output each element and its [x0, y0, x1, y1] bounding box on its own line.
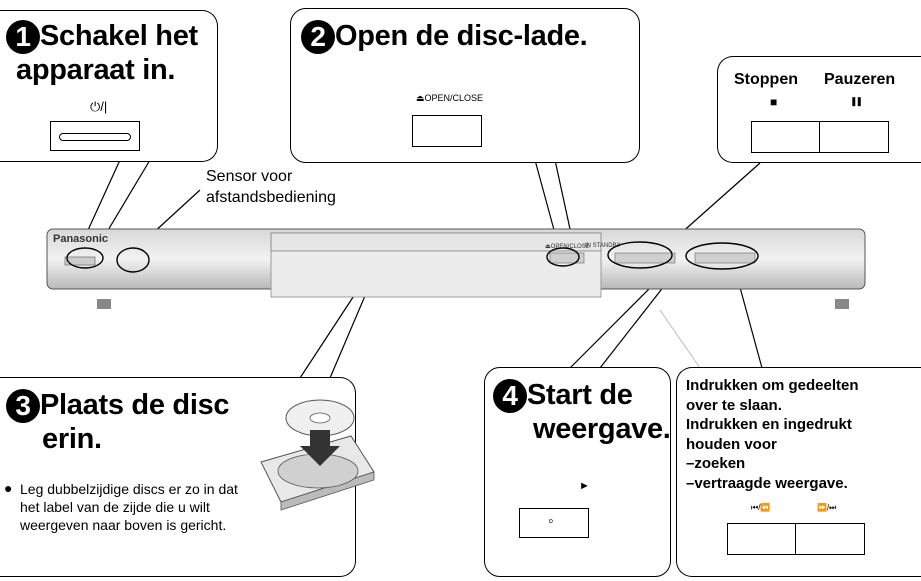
skip-line1: Indrukken om gedeelten	[686, 377, 859, 394]
step3-note: Leg dubbelzijdige discs er zo in dat het…	[20, 481, 238, 533]
step4-number: 4	[493, 379, 527, 414]
step3-bullet: ●	[4, 480, 13, 496]
next-symbol: ⏩/⏭	[817, 503, 837, 512]
sensor-label-line2: afstandsbediening	[206, 189, 336, 206]
step1-title-line2: apparaat in.	[16, 54, 176, 86]
stop-label: Stoppen	[734, 71, 798, 88]
device-standby-label: IN STANDBY	[585, 243, 621, 249]
pause-button[interactable]	[819, 121, 889, 153]
sensor-label-line1: Sensor voor	[206, 168, 293, 185]
skip-callout: Indrukken om gedeelten over te slaan. In…	[676, 367, 921, 577]
pause-symbol: ❚❚	[850, 96, 863, 106]
play-button-symbol: ◦	[548, 513, 554, 530]
step1-title-line1: Schakel het	[40, 20, 198, 52]
stop-button[interactable]	[751, 121, 821, 153]
step3-title-line1: Plaats de disc	[40, 389, 230, 421]
dvd-player: Panasonic ⏏OPEN/CLOSE IN STANDBY	[45, 227, 867, 313]
power-slot	[59, 133, 131, 141]
step4-title-line1: Start de	[527, 379, 633, 411]
skip-line4: houden voor	[686, 435, 777, 453]
skip-line2: over te slaan.	[686, 396, 782, 414]
skip-next-button[interactable]	[795, 523, 865, 555]
pause-label: Pauzeren	[824, 71, 896, 88]
step3-number: 3	[6, 389, 40, 424]
step3-title-line2: erin.	[42, 423, 102, 455]
step1-button-symbol: ⏻/|	[90, 99, 108, 114]
step2-title: Open de disc-lade.	[335, 20, 588, 52]
skip-text: Indrukken om gedeelten over te slaan. In…	[686, 376, 859, 493]
play-button[interactable]: ◦	[519, 508, 589, 538]
skip-line5: –zoeken	[686, 455, 746, 472]
power-button[interactable]	[50, 121, 140, 151]
open-close-label: ⏏OPEN/CLOSE	[416, 93, 484, 103]
skip-prev-button[interactable]	[727, 523, 797, 555]
dvd-player-illustration	[46, 228, 866, 309]
play-symbol: ►	[579, 480, 590, 492]
step1-number: 1	[6, 20, 40, 55]
open-close-button[interactable]	[412, 115, 482, 147]
skip-line3: Indrukken en ingedrukt	[686, 416, 852, 433]
stop-symbol: ■	[770, 95, 778, 109]
disc-tray-illustration	[260, 399, 375, 511]
device-open-close-label: ⏏OPEN/CLOSE	[545, 244, 590, 250]
brand-logo: Panasonic	[53, 233, 109, 245]
step2-number: 2	[301, 20, 335, 55]
step4-title-line2: weergave.	[533, 413, 671, 445]
skip-line6: –vertraagde weergave.	[686, 474, 848, 492]
prev-symbol: ⏮/⏪	[751, 503, 771, 512]
stop-pause-callout: Stoppen Pauzeren ■ ❚❚	[717, 56, 921, 163]
